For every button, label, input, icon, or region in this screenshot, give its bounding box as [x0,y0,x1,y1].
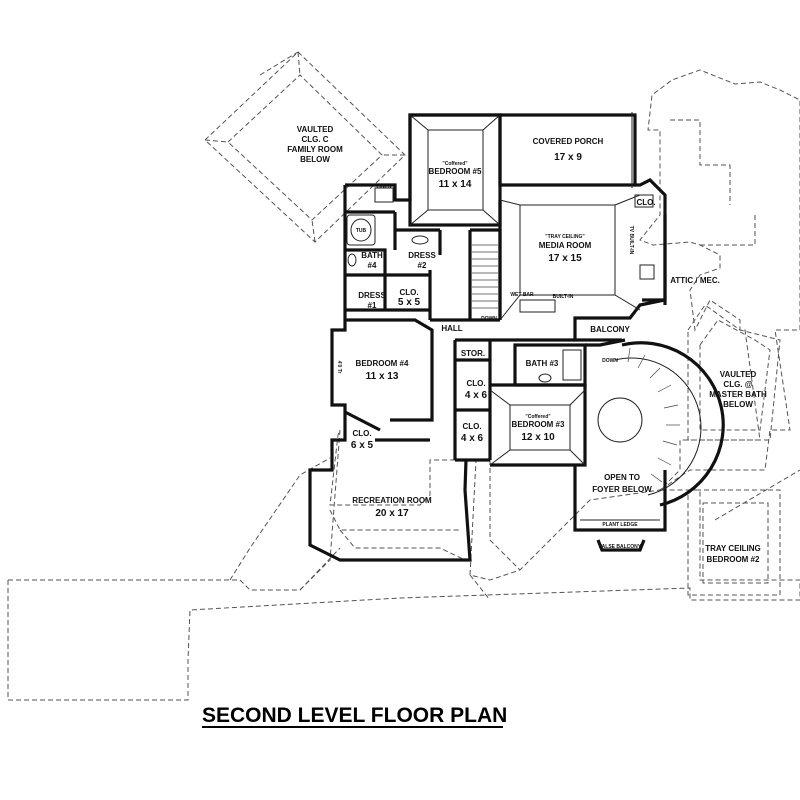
label-clo-4x6a-size: 4 x 6 [465,390,488,401]
label-vaulted-master-4: BELOW [723,400,753,409]
label-vaulted-master-3: MASTER BATH [709,390,767,399]
label-recreation-size: 20 x 17 [375,508,409,519]
label-vaulted-family-4: BELOW [300,155,330,164]
label-balcony: BALCONY [590,325,630,334]
label-down2: DOWN [602,358,618,364]
label-media-size: 17 x 15 [548,253,582,264]
label-down: DOWN [481,316,497,322]
label-tv-built-in: TV BUILT-IN [628,226,634,255]
label-window: 4'0 Tr [336,361,342,374]
label-media-room: MEDIA ROOM [539,241,592,250]
label-bedroom5-note: "Coffered" [442,161,468,167]
vaulted-master-bath [687,304,781,441]
label-dress1-num: #1 [368,301,377,310]
vaulted-family-room [204,51,406,243]
label-bath3: BATH #3 [526,359,559,368]
label-plant-ledge: PLANT LEDGE [602,522,638,528]
label-bath4: BATH [361,251,383,260]
label-clo-6x5-size: 6 x 5 [351,440,374,451]
label-clo-top-right: CLO. [636,198,655,207]
label-clo-4x6b: CLO. [462,422,481,431]
label-bedroom3: BEDROOM #3 [512,420,565,429]
walls [308,112,667,562]
label-dress1: DRESS [358,291,386,300]
stair [472,244,498,309]
label-vaulted-family-3: FAMILY ROOM [287,145,343,154]
label-vaulted-family-1: VAULTED [297,125,334,134]
plan-title: SECOND LEVEL FLOOR PLAN [202,704,507,727]
label-open-foyer-1: OPEN TO [604,473,640,482]
label-clo-5x5-size: 5 x 5 [398,297,421,308]
label-recreation: RECREATION ROOM [352,496,432,505]
label-bedroom5: BEDROOM #5 [429,167,482,176]
label-wet-bar: WET BAR [510,292,534,298]
label-tray-bedroom2-1: TRAY CEILING [705,544,761,553]
label-false-balcony: FALSE BALCONY [599,544,642,550]
label-bedroom4: BEDROOM #4 [356,359,409,368]
label-clo-4x6a: CLO. [466,379,485,388]
label-vaulted-master-2: CLG. @ [723,380,752,389]
curved-stair [597,341,725,507]
label-bedroom3-note: "Coffered" [525,414,551,420]
label-stor: STOR. [461,349,485,358]
tray-bedroom2 [687,489,781,596]
fixtures [346,187,655,383]
label-media-note: "TRAY CEILING" [545,234,585,240]
label-dress2: DRESS [408,251,436,260]
lower-level-outline [7,69,800,701]
label-bedroom3-size: 12 x 10 [521,432,555,443]
label-clo-6x5: CLO. [352,429,371,438]
label-clo-5x5: CLO. [399,288,418,297]
label-bedroom4-size: 11 x 13 [366,371,399,382]
label-covered-porch-size: 17 x 9 [554,152,582,163]
label-tub: TUB [356,228,367,234]
label-bedroom5-size: 11 x 14 [439,179,472,190]
label-linen: LINEN [377,184,392,190]
label-vaulted-master-1: VAULTED [720,370,757,379]
label-dress2-num: #2 [418,261,427,270]
label-vaulted-family-2: CLG. C [301,135,328,144]
label-clo-4x6b-size: 4 x 6 [461,433,484,444]
label-tray-bedroom2-2: BEDROOM #2 [707,555,760,564]
label-covered-porch: COVERED PORCH [533,137,604,146]
label-hall: HALL [441,324,462,333]
label-open-foyer-2: FOYER BELOW [592,485,652,494]
label-built-in: BUILT-IN [553,294,574,300]
plant-ledge [580,519,660,552]
label-attic: ATTIC / MEC. [670,276,720,285]
ceiling-panels [409,114,641,466]
label-bath4-num: #4 [368,261,377,270]
